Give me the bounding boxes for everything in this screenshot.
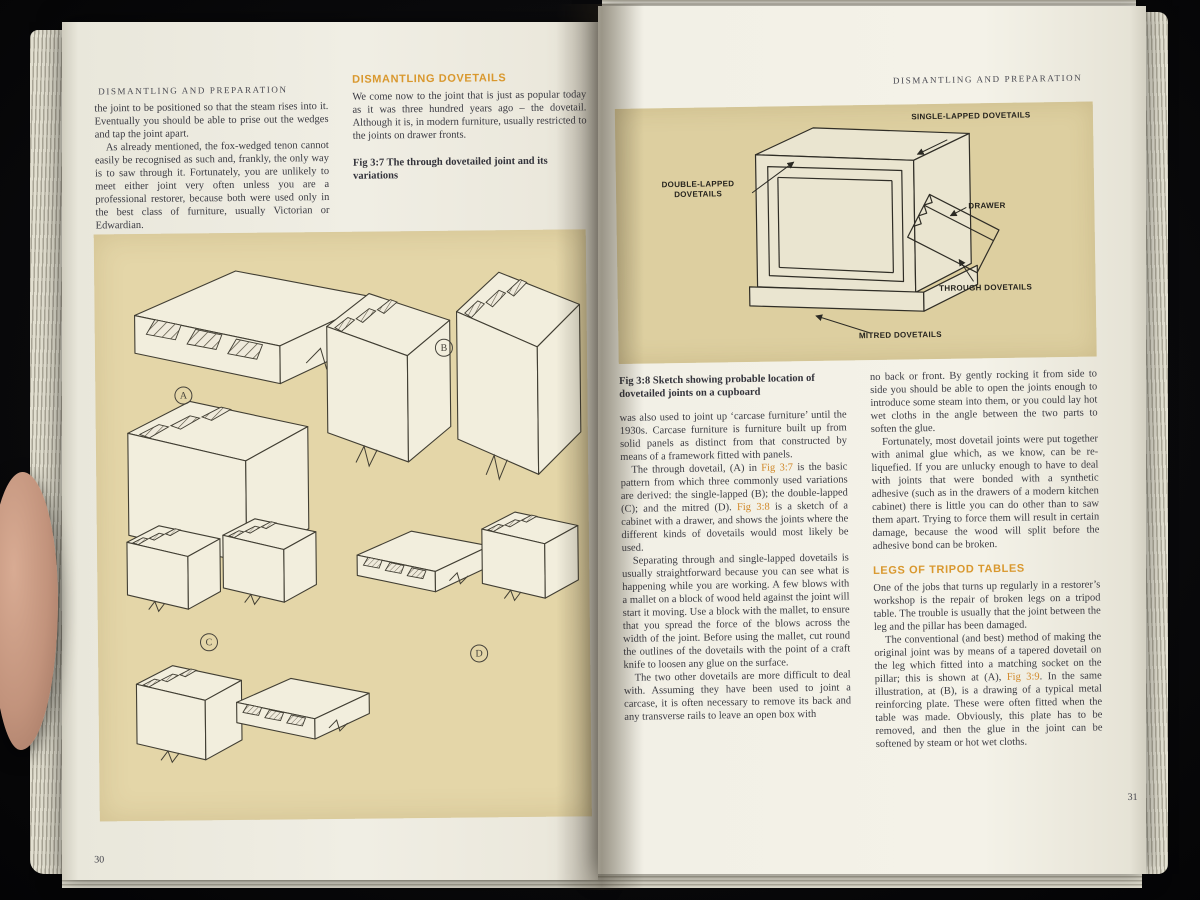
- paragraph: One of the jobs that turns up regularly …: [873, 579, 1101, 633]
- section-heading: LEGS OF TRIPOD TABLES: [872, 562, 1025, 577]
- right-column-1-text: was also used to joint up ‘carcase furni…: [620, 408, 852, 724]
- figure-letter-c: C: [199, 633, 219, 652]
- paragraph: Separating through and single-lapped dov…: [621, 552, 851, 671]
- paragraph: The two other dovetails are more difficu…: [623, 669, 852, 723]
- figure-caption: Fig 3:7 The through dovetailed joint and…: [352, 155, 548, 182]
- left-column-2: DISMANTLING DOVETAILS We come now to the…: [352, 71, 588, 229]
- figure-caption: Fig 3:8 Sketch showing probable location…: [618, 372, 815, 400]
- page-number-left: 30: [94, 854, 105, 866]
- cupboard-figure: SINGLE-LAPPED DOVETAILS DOUBLE-LAPPED DO…: [614, 101, 1097, 364]
- figure-letter-b: B: [434, 338, 454, 357]
- left-page-columns: the joint to be positioned so that the s…: [94, 71, 588, 232]
- thumb: [0, 472, 58, 750]
- dovetail-figure: A B C D: [93, 229, 592, 822]
- left-page-content: DISMANTLING AND PREPARATION the joint to…: [58, 19, 603, 883]
- figure-reference: Fig 3:8: [736, 501, 770, 514]
- label-through-dovetails: THROUGH DOVETAILS: [939, 282, 1033, 293]
- figure-reference: Fig 3:7: [761, 462, 794, 474]
- label-single-lapped-dovetails: SINGLE-LAPPED DOVETAILS: [911, 110, 1031, 122]
- paragraph: The through dovetail, (A) in Fig 3:7 is …: [620, 461, 849, 554]
- right-column-2: no back or front. By gently rocking it f…: [870, 367, 1103, 751]
- dovetail-drawing: [126, 268, 583, 764]
- page-number-right: 31: [1127, 791, 1138, 804]
- figure-reference: Fig 3:9: [1006, 671, 1040, 683]
- cupboard-drawing: [748, 127, 1000, 334]
- right-column-1: Fig 3:8 Sketch showing probable location…: [619, 371, 852, 755]
- right-page: DISMANTLING AND PREPARATION: [598, 6, 1146, 874]
- right-page-content: DISMANTLING AND PREPARATION: [591, 2, 1153, 879]
- running-head: DISMANTLING AND PREPARATION: [892, 72, 1083, 86]
- right-column-2-text-b: One of the jobs that turns up regularly …: [873, 578, 1103, 751]
- label-double-lapped-dovetails: DOUBLE-LAPPED DOVETAILS: [661, 179, 735, 199]
- figure-letter-d: D: [470, 644, 489, 663]
- section-heading: DISMANTLING DOVETAILS: [352, 72, 507, 86]
- paragraph: We come now to the joint that is just as…: [352, 89, 587, 142]
- paragraph: was also used to joint up ‘carcase furni…: [619, 409, 848, 463]
- figure-letter-a: A: [174, 386, 193, 405]
- paragraph: The conventional (and best) method of ma…: [874, 631, 1103, 750]
- left-column-2-text: We come now to the joint that is just as…: [352, 88, 587, 142]
- right-column-2-text-a: no back or front. By gently rocking it f…: [870, 367, 1100, 553]
- paragraph: no back or front. By gently rocking it f…: [869, 368, 1098, 436]
- right-page-columns: Fig 3:8 Sketch showing probable location…: [619, 367, 1103, 754]
- paragraph: the joint to be positioned so that the s…: [94, 100, 329, 141]
- left-column-1: the joint to be positioned so that the s…: [94, 74, 330, 232]
- paragraph: As already mentioned, the fox-wedged ten…: [94, 139, 330, 232]
- label-drawer: DRAWER: [968, 200, 1006, 211]
- label-mitred-dovetails: MITRED DOVETAILS: [858, 329, 942, 341]
- left-page: DISMANTLING AND PREPARATION the joint to…: [62, 22, 598, 880]
- paragraph: Fortunately, most dovetail joints were p…: [871, 433, 1100, 553]
